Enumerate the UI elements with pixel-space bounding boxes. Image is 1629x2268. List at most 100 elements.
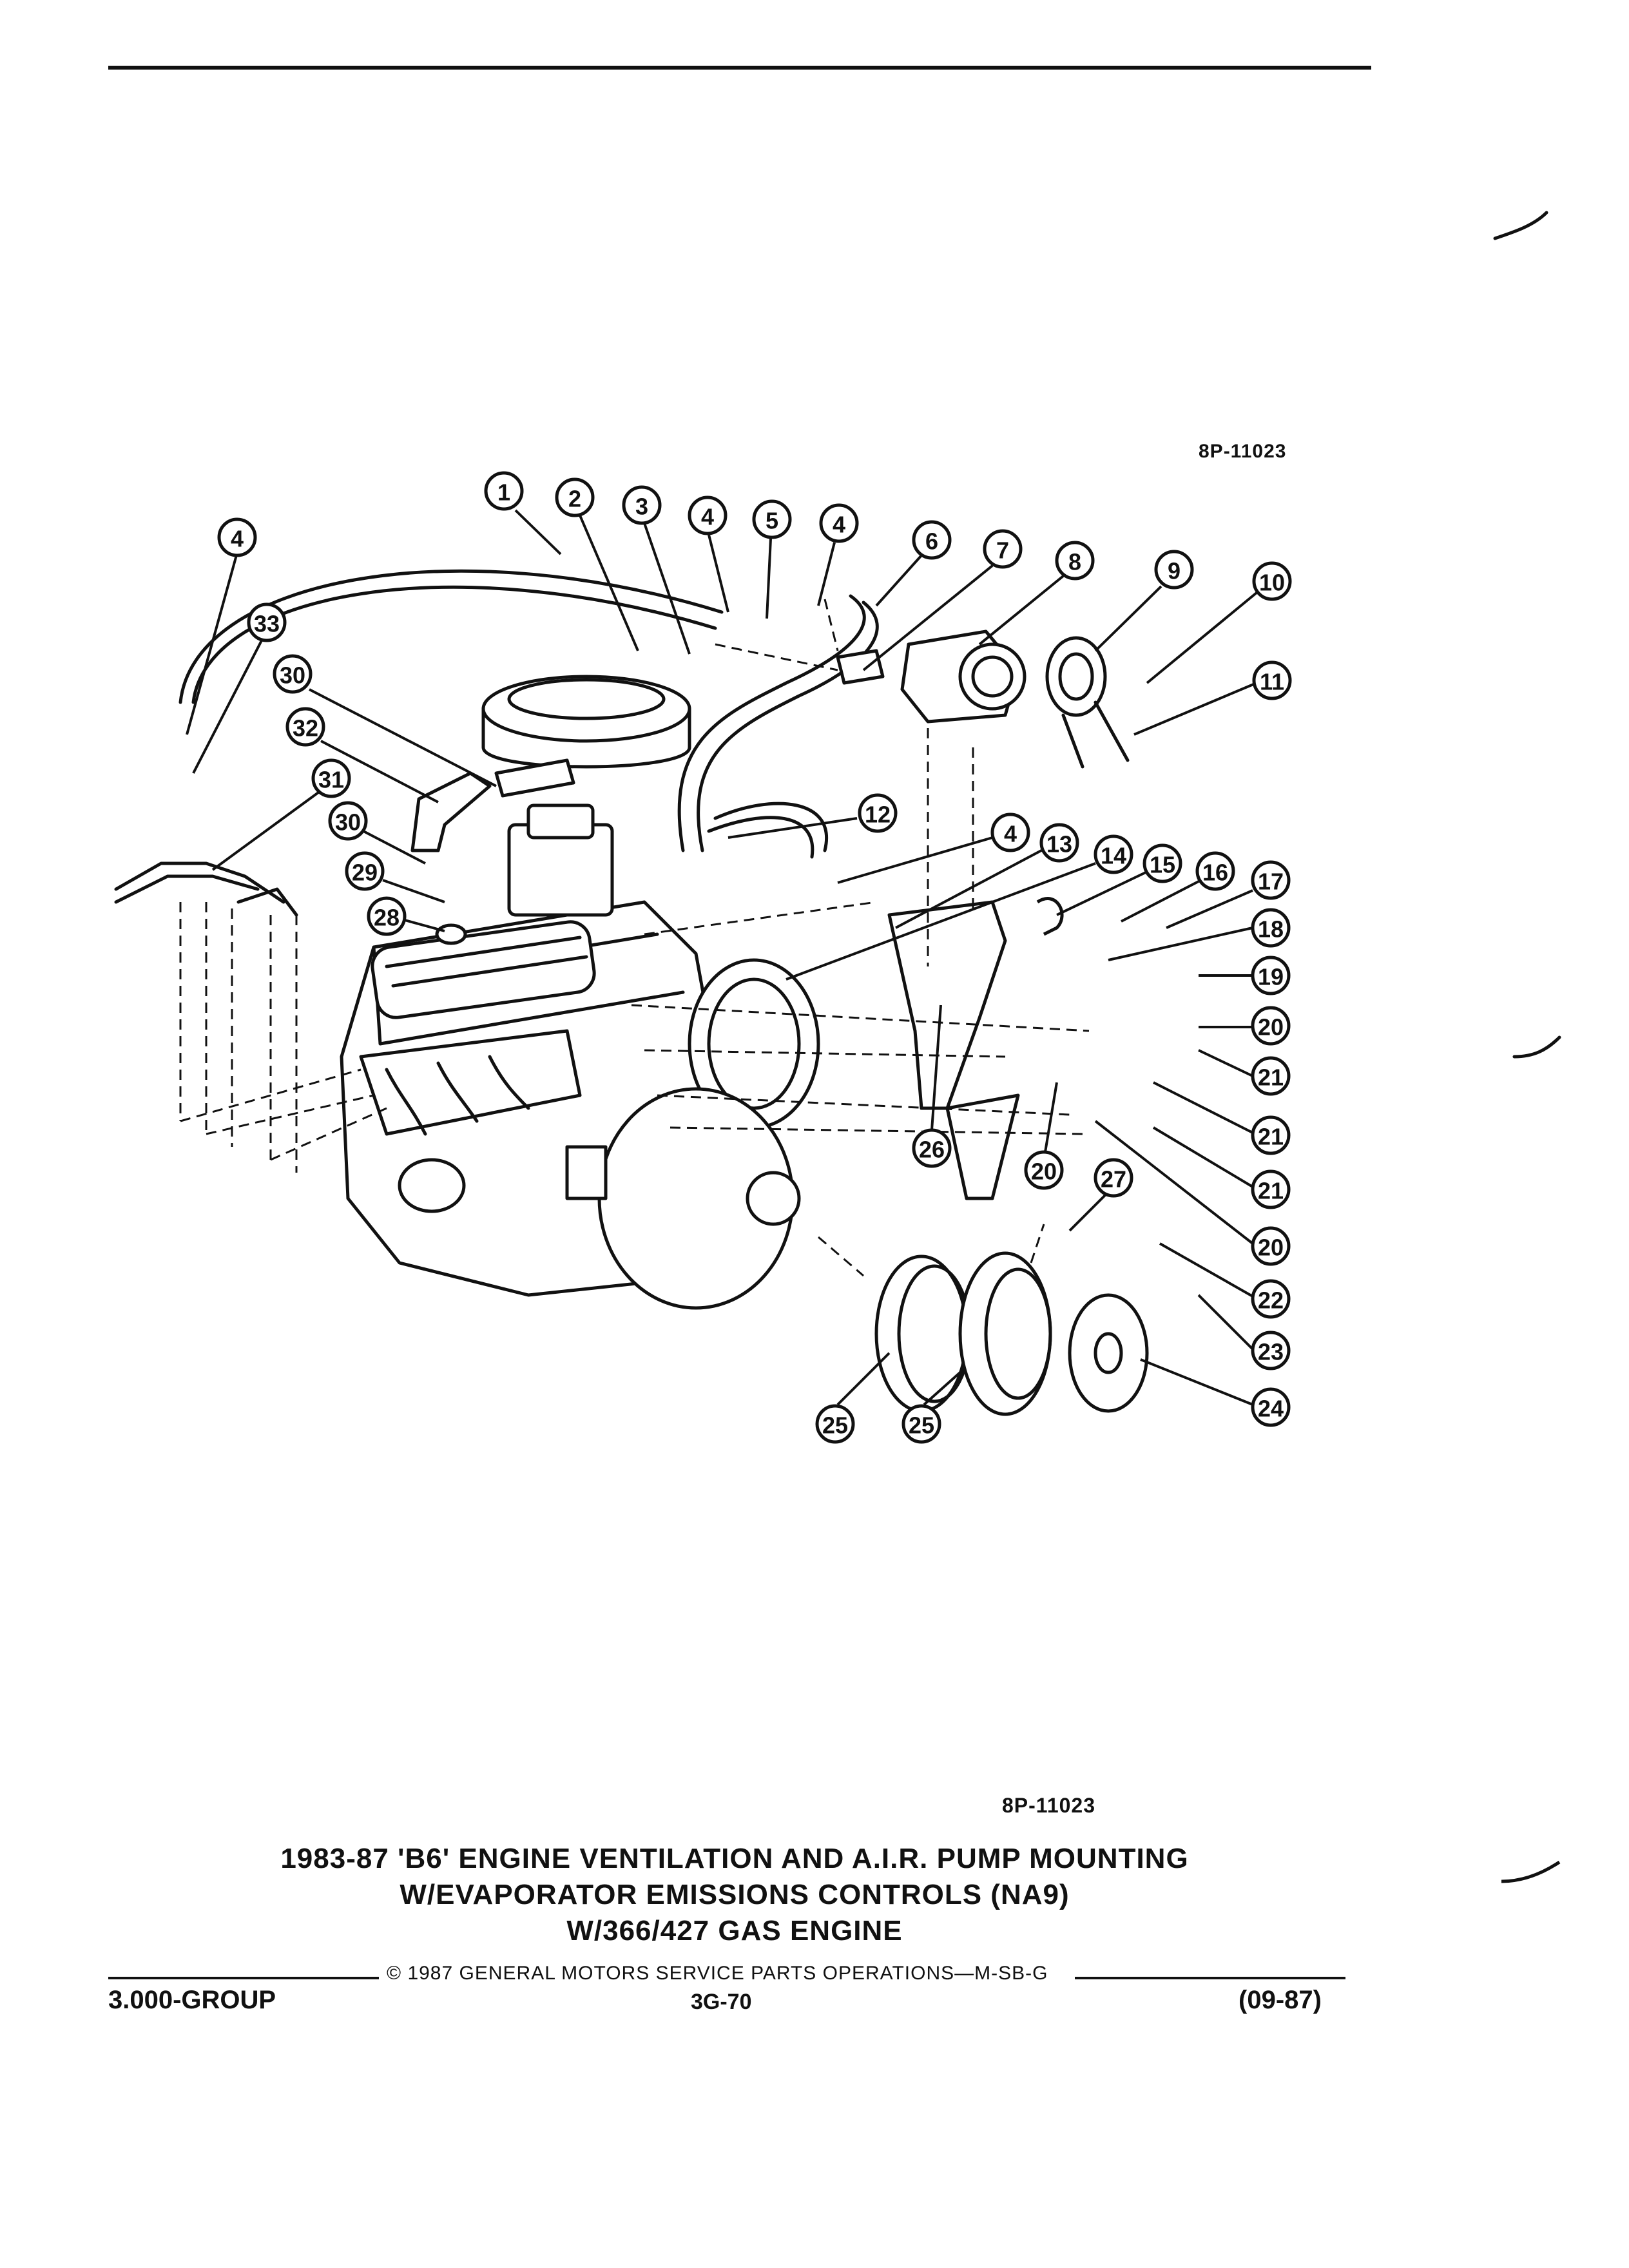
pcv-tube-drawing <box>114 861 387 1173</box>
callout-4b: 4 <box>817 503 859 606</box>
revision-date: (09-87) <box>1239 1986 1322 2014</box>
svg-text:3: 3 <box>635 494 648 520</box>
edge-mark-3 <box>1501 1860 1561 1883</box>
svg-text:21: 21 <box>1258 1064 1284 1091</box>
svg-text:11: 11 <box>1260 669 1284 695</box>
svg-text:26: 26 <box>919 1137 945 1163</box>
pulleys-drawing <box>874 1251 1149 1416</box>
callout-3: 3 <box>622 485 691 655</box>
callout-4d: 4 <box>837 812 1030 884</box>
edge-mark-1 <box>1493 211 1548 240</box>
callout-13: 13 <box>895 823 1079 929</box>
callout-29: 29 <box>345 851 445 903</box>
callout-25b: 25 <box>901 1371 961 1444</box>
svg-text:6: 6 <box>925 528 938 555</box>
caption-line-1: 1983-87 'B6' ENGINE VENTILATION AND A.I.… <box>280 1843 1189 1874</box>
svg-text:16: 16 <box>1202 860 1228 886</box>
callout-25: 25 <box>815 1352 891 1444</box>
svg-text:17: 17 <box>1258 869 1284 895</box>
callout-24: 24 <box>1140 1358 1291 1427</box>
svg-text:21: 21 <box>1258 1178 1284 1204</box>
svg-text:19: 19 <box>1258 964 1284 990</box>
callout-21c: 21 <box>1152 1126 1291 1209</box>
svg-text:20: 20 <box>1258 1235 1284 1261</box>
svg-text:9: 9 <box>1168 558 1181 584</box>
callout-14: 14 <box>786 834 1133 981</box>
svg-text:4: 4 <box>833 512 845 538</box>
callout-20: 20 <box>1199 1006 1291 1046</box>
svg-text:31: 31 <box>318 767 344 793</box>
callout-26: 26 <box>912 1004 952 1168</box>
callout-33: 33 <box>192 602 287 774</box>
svg-text:4: 4 <box>701 504 714 530</box>
caption-line-3: W/366/427 GAS ENGINE <box>566 1915 903 1946</box>
svg-text:8: 8 <box>1068 549 1081 575</box>
svg-text:4: 4 <box>1004 821 1017 847</box>
svg-text:13: 13 <box>1046 831 1072 858</box>
svg-text:23: 23 <box>1258 1339 1284 1365</box>
callout-20c: 20 <box>1024 1082 1064 1190</box>
hoses-drawing <box>178 569 879 859</box>
callout-17: 17 <box>1166 860 1291 929</box>
page-number: 3G-70 <box>691 1990 752 2014</box>
callout-20b: 20 <box>1094 1120 1291 1266</box>
callout-23: 23 <box>1197 1294 1291 1370</box>
callout-6: 6 <box>875 520 952 607</box>
svg-text:18: 18 <box>1258 916 1284 943</box>
svg-text:30: 30 <box>335 809 361 836</box>
svg-text:7: 7 <box>996 537 1009 564</box>
callout-30: 30 <box>273 654 497 787</box>
top-rule <box>108 66 1371 70</box>
svg-text:32: 32 <box>293 715 318 742</box>
figure-id-bottom: 8P-11023 <box>1002 1794 1096 1817</box>
air-pump-drawing <box>836 629 1130 1200</box>
svg-text:4: 4 <box>231 526 244 552</box>
callout-9: 9 <box>1094 550 1194 652</box>
svg-text:25: 25 <box>822 1412 848 1439</box>
callout-8: 8 <box>978 541 1095 646</box>
callout-32: 32 <box>285 707 439 803</box>
svg-text:15: 15 <box>1150 852 1175 878</box>
exploded-parts-diagram: 1 2 3 4 5 4 6 7 8 9 10 11 4 33 30 32 31 … <box>114 211 1561 1444</box>
svg-text:28: 28 <box>374 905 400 931</box>
svg-text:21: 21 <box>1258 1124 1284 1150</box>
footer-rule-right <box>1075 1977 1345 1979</box>
svg-text:27: 27 <box>1101 1166 1126 1193</box>
svg-text:2: 2 <box>568 486 581 512</box>
figure-id-top: 8P-11023 <box>1199 441 1287 462</box>
svg-text:12: 12 <box>865 802 891 828</box>
svg-text:20: 20 <box>1031 1158 1057 1185</box>
svg-text:10: 10 <box>1259 570 1285 596</box>
footer-rule-left <box>108 1977 379 1979</box>
callout-7: 7 <box>862 529 1023 671</box>
svg-text:25: 25 <box>909 1412 934 1439</box>
callout-27: 27 <box>1068 1158 1133 1232</box>
callout-21b: 21 <box>1153 1081 1291 1155</box>
callout-28: 28 <box>367 896 445 936</box>
callout-2: 2 <box>555 477 639 651</box>
callout-4c: 4 <box>186 517 257 735</box>
svg-text:1: 1 <box>497 479 510 506</box>
group-number: 3.000-GROUP <box>108 1986 276 2014</box>
callout-10: 10 <box>1146 561 1292 684</box>
svg-text:20: 20 <box>1258 1014 1284 1041</box>
svg-text:30: 30 <box>280 662 305 689</box>
svg-text:33: 33 <box>254 611 280 637</box>
callout-31: 31 <box>211 758 351 871</box>
callout-19: 19 <box>1199 956 1291 995</box>
callout-16: 16 <box>1121 851 1235 923</box>
svg-text:14: 14 <box>1101 843 1126 869</box>
callout-22: 22 <box>1159 1242 1291 1319</box>
svg-text:29: 29 <box>352 860 378 886</box>
callout-30b: 30 <box>328 801 426 865</box>
callout-1: 1 <box>484 471 562 555</box>
svg-text:22: 22 <box>1258 1287 1284 1314</box>
callout-15: 15 <box>1056 843 1182 916</box>
svg-text:5: 5 <box>766 508 778 534</box>
engine-block-drawing <box>340 675 820 1310</box>
callout-12: 12 <box>728 793 898 839</box>
svg-text:24: 24 <box>1258 1396 1284 1422</box>
callouts: 1 2 3 4 5 4 6 7 8 9 10 11 4 33 30 32 31 … <box>186 471 1292 1444</box>
callout-18: 18 <box>1108 908 1291 961</box>
copyright-notice: © 1987 GENERAL MOTORS SERVICE PARTS OPER… <box>387 1963 1048 1984</box>
